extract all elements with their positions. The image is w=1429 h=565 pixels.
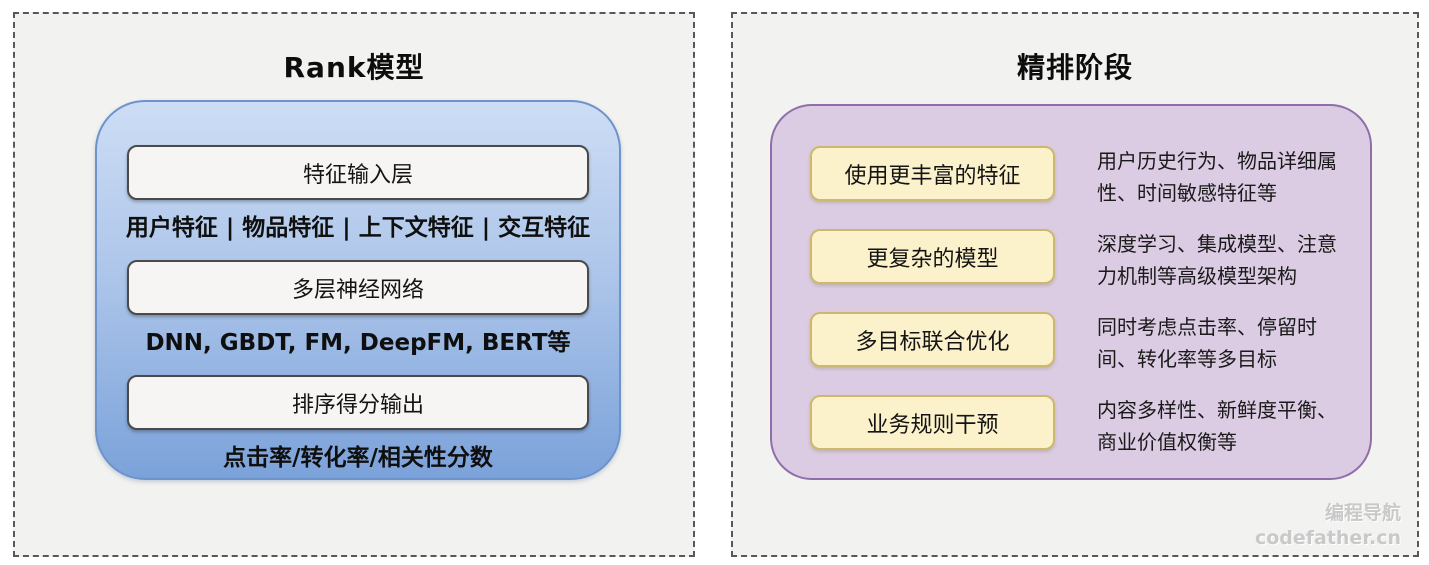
feature-desc-richer-features: 用户历史行为、物品详细属 性、时间敏感特征等 [1097, 149, 1337, 205]
watermark-brand: 编程导航 [1324, 502, 1401, 524]
feature-row-complex-models: 更复杂的模型 深度学习、集成模型、注意 力机制等高级模型架构 [810, 229, 1370, 292]
layer-score-output-caption: 点击率/转化率/相关性分数 [223, 445, 493, 471]
layer-feature-input: 特征输入层 [127, 145, 589, 200]
feature-desc-complex-models: 深度学习、集成模型、注意 力机制等高级模型架构 [1097, 232, 1337, 288]
rank-model-panel: Rank模型 特征输入层 用户特征 | 物品特征 | 上下文特征 | 交互特征 … [13, 12, 695, 557]
layer-feature-input-caption: 用户特征 | 物品特征 | 上下文特征 | 交互特征 [125, 215, 591, 241]
watermark-url: codefather.cn [1254, 527, 1401, 549]
feature-row-business-rules: 业务规则干预 内容多样性、新鲜度平衡、 商业价值权衡等 [810, 395, 1370, 458]
layer-score-output: 排序得分输出 [127, 375, 589, 430]
feature-box-richer-features: 使用更丰富的特征 [810, 146, 1055, 201]
feature-row-richer-features: 使用更丰富的特征 用户历史行为、物品详细属 性、时间敏感特征等 [810, 146, 1370, 209]
feature-box-multi-objective: 多目标联合优化 [810, 312, 1055, 367]
feature-box-complex-models: 更复杂的模型 [810, 229, 1055, 284]
layer-neural-network: 多层神经网络 [127, 260, 589, 315]
fine-ranking-block: 使用更丰富的特征 用户历史行为、物品详细属 性、时间敏感特征等 更复杂的模型 深… [770, 104, 1372, 480]
feature-desc-business-rules: 内容多样性、新鲜度平衡、 商业价值权衡等 [1097, 398, 1337, 454]
feature-row-multi-objective: 多目标联合优化 同时考虑点击率、停留时 间、转化率等多目标 [810, 312, 1370, 375]
fine-ranking-panel: 精排阶段 使用更丰富的特征 用户历史行为、物品详细属 性、时间敏感特征等 更复杂… [731, 12, 1419, 557]
fine-ranking-title: 精排阶段 [1016, 51, 1133, 84]
feature-desc-multi-objective: 同时考虑点击率、停留时 间、转化率等多目标 [1097, 315, 1317, 371]
watermark: 编程导航 codefather.cn [1255, 501, 1401, 551]
rank-model-stack: 特征输入层 用户特征 | 物品特征 | 上下文特征 | 交互特征 多层神经网络 … [95, 100, 621, 480]
feature-box-business-rules: 业务规则干预 [810, 395, 1055, 450]
rank-model-title: Rank模型 [283, 51, 425, 84]
layer-neural-network-caption: DNN, GBDT, FM, DeepFM, BERT等 [145, 330, 571, 356]
